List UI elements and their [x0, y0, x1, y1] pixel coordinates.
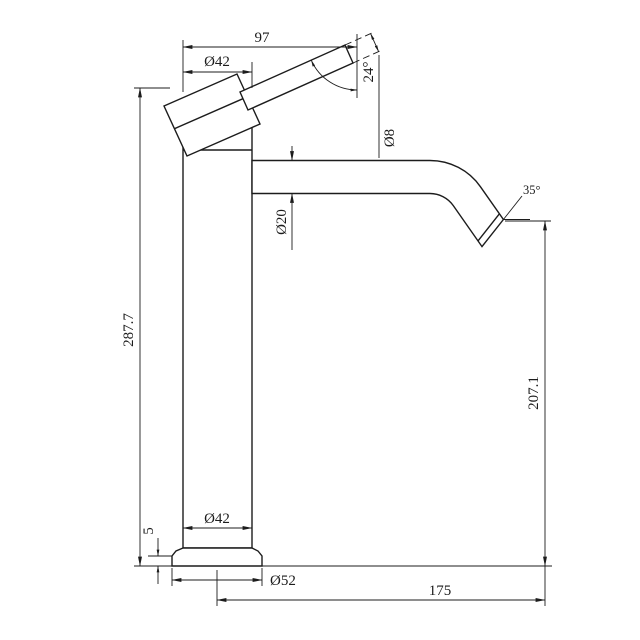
dim-handle-angle: 24°: [361, 62, 377, 83]
dim-spout-reach: 175: [429, 583, 452, 599]
dim-base-plate-height: 5: [141, 527, 157, 535]
dim-outlet-height: 207.1: [526, 376, 542, 410]
handle-base: [163, 73, 261, 157]
faucet-outline: [134, 31, 552, 567]
dim-body-diameter: Ø42: [204, 511, 230, 527]
dim-handle-rod-diameter: Ø8: [382, 129, 398, 147]
faucet-spout: [251, 159, 505, 248]
lever-extension-top: [344, 31, 376, 46]
dim-overall-height: 287.7: [121, 313, 137, 347]
spout-outlet-rim: [477, 213, 500, 242]
handle-lever: [239, 44, 354, 111]
dim-spout-outlet-angle: 35°: [523, 183, 541, 197]
faucet-base: [171, 547, 263, 567]
dim-handle-diameter-top: Ø42: [204, 54, 230, 70]
dim-spout-tube-diameter: Ø20: [274, 209, 290, 235]
dim-base-diameter: Ø52: [270, 573, 296, 589]
handle-base-seam: [173, 96, 248, 130]
faucet-body: [182, 107, 253, 549]
dimension-labels: 97 Ø42 24° Ø8 Ø20 35° 287.7 207.1 Ø42 5 …: [121, 30, 542, 599]
dim-handle-length: 97: [255, 30, 271, 46]
dimension-lines: [134, 33, 551, 606]
